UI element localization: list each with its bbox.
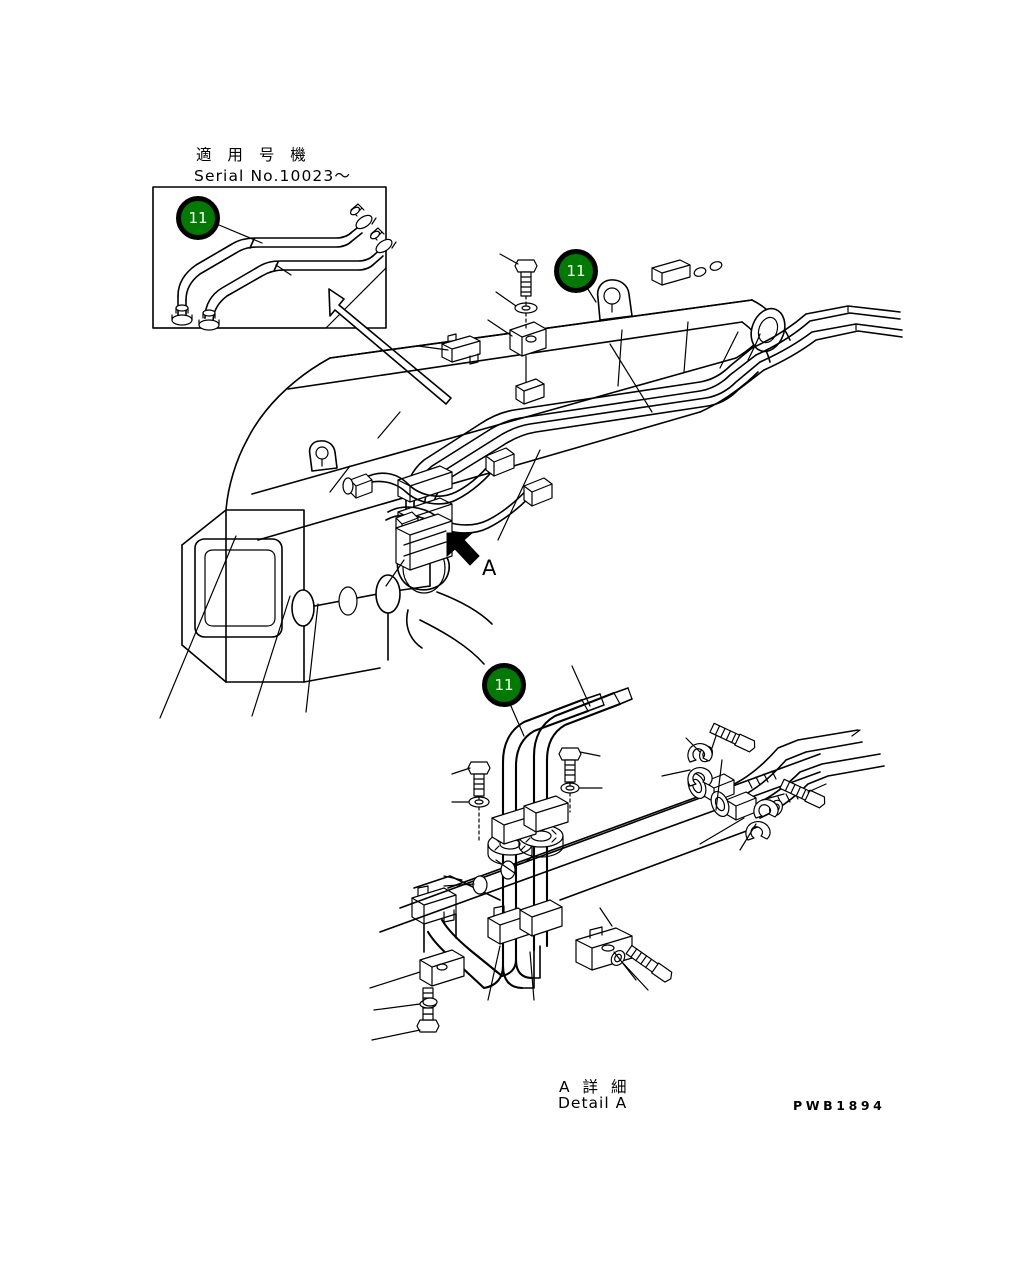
split-flange-4 [745, 821, 771, 841]
leader-inset-lower [275, 264, 292, 276]
detail-hoses [687, 729, 885, 821]
hose-coupler-3 [523, 477, 553, 507]
main-fasteners [441, 259, 547, 405]
detail-title-japanese: A 詳 細 [559, 1078, 631, 1096]
o-ring-1 [500, 860, 516, 880]
split-flange-1 [687, 743, 713, 763]
leader-inset-balloon [218, 224, 263, 244]
hose-coupler-2 [485, 447, 515, 477]
detail-tube-assembly [426, 687, 633, 990]
boom-lifting-eye-2 [308, 440, 338, 472]
detail-title-english: Detail A [558, 1094, 628, 1112]
detail-bolt-r2 [779, 778, 826, 809]
clamp-block-main-1 [509, 321, 547, 357]
detail-a-view [369, 665, 885, 1041]
detail-bolt-bottom [416, 987, 440, 1033]
detail-clamp-upper-right [523, 795, 569, 833]
inset-title-english: Serial No.10023〜 [194, 167, 351, 185]
inset-tube-assembly [171, 203, 397, 331]
detail-leader-lines [369, 665, 861, 1041]
detail-clamp-bottom-left [419, 949, 465, 987]
section-marker-letter: A [482, 556, 497, 580]
section-arrow-a [446, 532, 480, 566]
detail-clamp-left-far [411, 885, 457, 925]
split-flange-2 [687, 767, 713, 787]
boom-top-clamp [651, 259, 691, 286]
hose-coupler-1 [342, 473, 373, 499]
inset-title-japanese: 適 用 号 機 [196, 146, 312, 164]
detail-bolt-r1 [709, 722, 756, 753]
detail-bolt-right [558, 747, 582, 783]
bracket-main-1 [441, 333, 481, 365]
tube-clamp-upper [397, 465, 453, 503]
clamp-block-main-2 [515, 378, 545, 405]
piping-manifold [395, 513, 453, 571]
callout-balloon-11-main[interactable]: 11 [554, 249, 598, 293]
washer-main-1 [514, 302, 538, 314]
detail-bolt-br [625, 944, 673, 983]
boom-structure [181, 279, 791, 683]
o-ring-2 [472, 875, 488, 895]
inset-pointer-arrow [328, 288, 452, 405]
bolt-main-1 [514, 259, 538, 297]
detail-clamp-mid-right [519, 899, 563, 937]
boom-lifting-eye [596, 279, 633, 321]
drawing-number: PWB1894 [793, 1098, 886, 1113]
callout-balloon-11-inset[interactable]: 11 [176, 196, 220, 240]
callout-balloon-11-detail[interactable]: 11 [482, 663, 526, 707]
split-flange-3 [753, 799, 779, 819]
inset-serial-box [152, 186, 397, 331]
detail-bolt-left [467, 761, 491, 797]
boom-piping [342, 259, 903, 571]
